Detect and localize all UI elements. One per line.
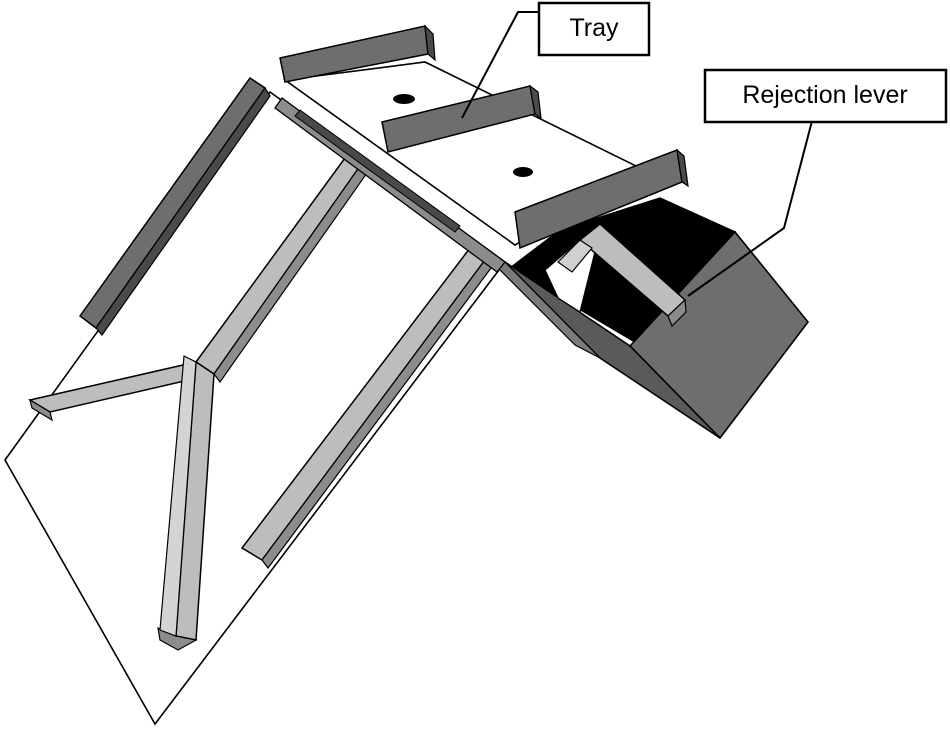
rejection-lever-label-box: [703, 68, 948, 124]
rejection-lever-callout: Rejection lever: [687, 68, 948, 297]
rejection-lever-bar: [557, 223, 687, 328]
tray-label-box: [537, 1, 651, 57]
tray-hole-1: [393, 94, 415, 104]
tray-label: Tray: [569, 14, 619, 42]
base-plate: [4, 90, 507, 726]
left-rail: [78, 76, 271, 336]
rejection-lever-label: Rejection lever: [742, 81, 907, 109]
rejection-lever-leader-line: [687, 120, 813, 297]
tray-leader-line: [461, 11, 540, 119]
tray-hole-2: [513, 167, 533, 177]
y-guide: [28, 157, 368, 651]
tray: [274, 24, 689, 273]
tray-callout: Tray: [461, 1, 651, 119]
